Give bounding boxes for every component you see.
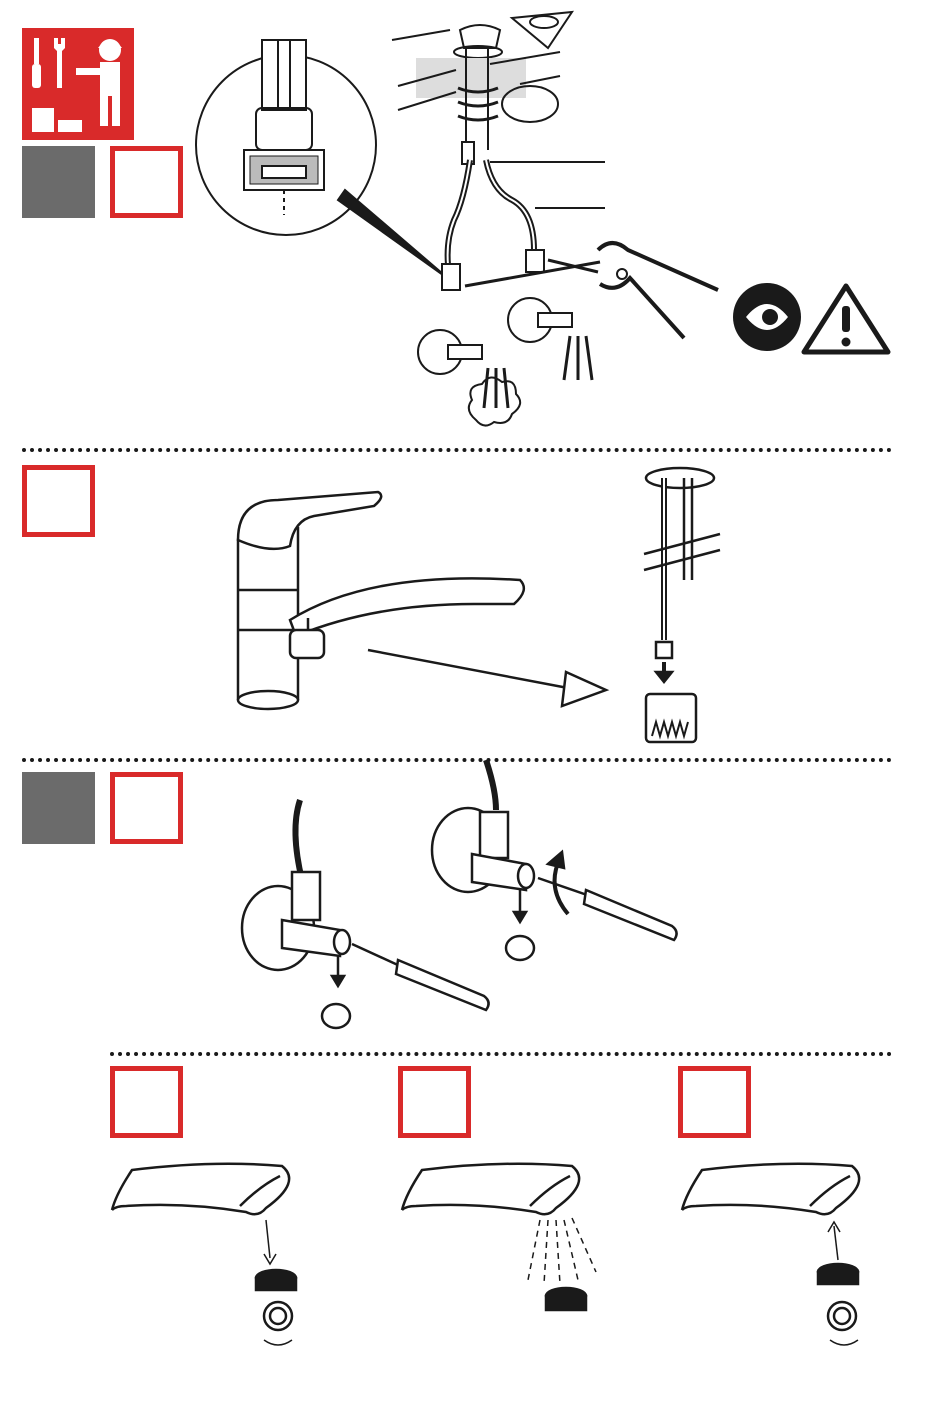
faucet-flush-illustration: [0, 450, 950, 750]
aerator-illustration: [0, 1150, 950, 1410]
step-box-red: [678, 1066, 751, 1138]
valve-cleaning-illustration: [0, 760, 950, 1050]
section-divider: [110, 1052, 892, 1056]
eye-inspection-icon: [732, 282, 802, 352]
hose-connection-illustration: [0, 0, 950, 440]
step-box-red: [110, 1066, 183, 1138]
warning-triangle-icon: [800, 282, 892, 356]
step-box-red: [398, 1066, 471, 1138]
